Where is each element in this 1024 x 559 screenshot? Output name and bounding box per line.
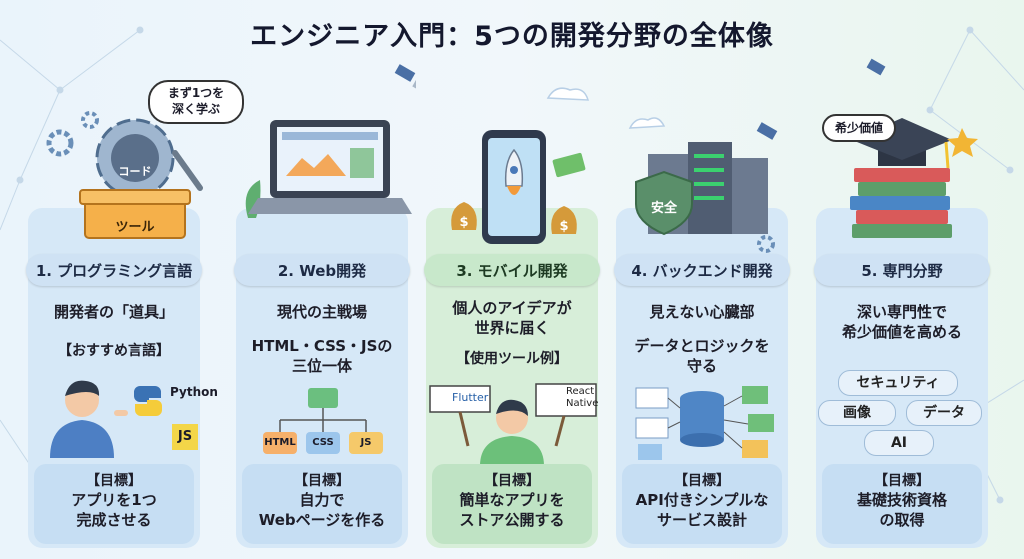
tech-tree-diagram [279, 388, 367, 432]
column-backend-development: 安全 4. バックエンド開発 見えない心臓部 データとロジックを 守る 【目標】… [608, 58, 796, 550]
tag-security: セキュリティ [838, 370, 958, 396]
goal-line: 基礎技術資格 [856, 491, 947, 509]
column-line: 個人のアイデアが [452, 299, 572, 317]
goal-line: Webページを作る [258, 511, 386, 530]
hint-bubble: まず1つを 深く学ぶ [148, 80, 244, 124]
goal-box: 【目標】 アプリを1つ 完成させる [34, 464, 194, 544]
goal-box: 【目標】 基礎技術資格 の取得 [822, 464, 982, 544]
svg-text:$: $ [559, 219, 568, 234]
goal-box: 【目標】 自力で Webページを作る [242, 464, 402, 544]
goal-heading: 【目標】 [294, 473, 350, 489]
hint-bubble-line: まず1つを [167, 86, 225, 100]
column-line: 三位一体 [291, 357, 352, 375]
column-heading: 4. バックエンド開発 [614, 254, 790, 286]
goal-line: API付きシンプルな [635, 491, 769, 509]
goal-line: アプリを1つ [71, 491, 157, 509]
svg-text:$: $ [459, 215, 468, 230]
page-title: エンジニア入門：5つの開発分野の全体像 [250, 21, 774, 52]
goal-line: 自力で [299, 491, 345, 509]
database-diagram [635, 386, 774, 460]
toolbox-illustration [46, 111, 203, 239]
hint-bubble-line: 深く学ぶ [171, 101, 220, 116]
goal-heading: 【目標】 [484, 473, 540, 489]
column-specialized-field: 希少価値 5. 専門分野 深い専門性で 希少価値を高める セキュリティ 画像 デ… [808, 58, 996, 550]
server-illustration [628, 117, 778, 253]
satellite-icon [394, 64, 416, 93]
goal-line: の取得 [879, 511, 925, 530]
goal-line: 簡単なアプリを [459, 491, 565, 509]
js-label: JS [177, 429, 193, 444]
rare-value-bubble: 希少価値 [822, 114, 896, 142]
shield-label: 安全 [650, 201, 677, 216]
css-node: CSS [306, 432, 340, 454]
goal-line: サービス設計 [656, 511, 747, 530]
python-label: Python [170, 385, 218, 399]
column-line: HTML・CSS・JSの [251, 337, 393, 355]
column-line: 世界に届く [474, 319, 550, 337]
react-sign-line: React [566, 386, 595, 397]
column-line: 開発者の「道具」 [53, 303, 174, 321]
developer-illustration [50, 380, 198, 458]
column-line: 深い専門性で [856, 303, 947, 321]
column-line: 希少価値を高める [841, 323, 962, 341]
column-web-development: 2. Web開発 現代の主戦場 HTML・CSS・JSの 三位一体 HTML C… [228, 58, 416, 550]
smartphone-rocket-illustration: $ $ [451, 87, 590, 244]
books-graduation-cap-illustration [850, 58, 978, 238]
column-heading: 2. Web開発 [234, 254, 410, 286]
goal-line: ストア公開する [459, 511, 565, 530]
column-mobile-development: $ $ 3. モバイル開発 個人のアイデアが 世界に届く 【使用ツール例】 Fl… [418, 58, 606, 550]
developer-with-signs-illustration [429, 383, 597, 466]
column-heading: 3. モバイル開発 [424, 254, 600, 286]
tool-label: ツール [115, 220, 155, 235]
column-line: 現代の主戦場 [276, 303, 367, 321]
tag-image: 画像 [818, 400, 896, 426]
react-native-sign-label: React Native [566, 386, 598, 409]
goal-heading: 【目標】 [674, 473, 730, 489]
goal-line: 完成させる [76, 511, 152, 530]
column-heading: 1. プログラミング言語 [26, 254, 202, 286]
tag-data: データ [906, 400, 982, 426]
goal-box: 【目標】 簡単なアプリを ストア公開する [432, 464, 592, 544]
column-line: 守る [686, 357, 717, 375]
goal-heading: 【目標】 [86, 473, 142, 489]
column-line: 【おすすめ言語】 [58, 343, 170, 359]
laptop-illustration [245, 64, 416, 218]
column-heading: 5. 専門分野 [814, 254, 990, 286]
column-programming-languages: まず1つを 深く学ぶ コード ツール 1. プログラミング言語 開発者の「道具」… [20, 58, 244, 550]
column-line: 【使用ツール例】 [456, 351, 568, 367]
native-sign-line: Native [566, 397, 599, 409]
code-label: コード [118, 165, 152, 178]
goal-box: 【目標】 API付きシンプルな サービス設計 [622, 464, 782, 544]
js-node: JS [349, 432, 383, 454]
flutter-sign-label: Flutter [452, 391, 489, 404]
html-node: HTML [263, 432, 297, 454]
column-line: 見えない心臓部 [649, 303, 755, 321]
tag-ai: AI [864, 430, 934, 456]
column-line: データとロジックを [634, 337, 770, 355]
goal-heading: 【目標】 [874, 473, 930, 489]
